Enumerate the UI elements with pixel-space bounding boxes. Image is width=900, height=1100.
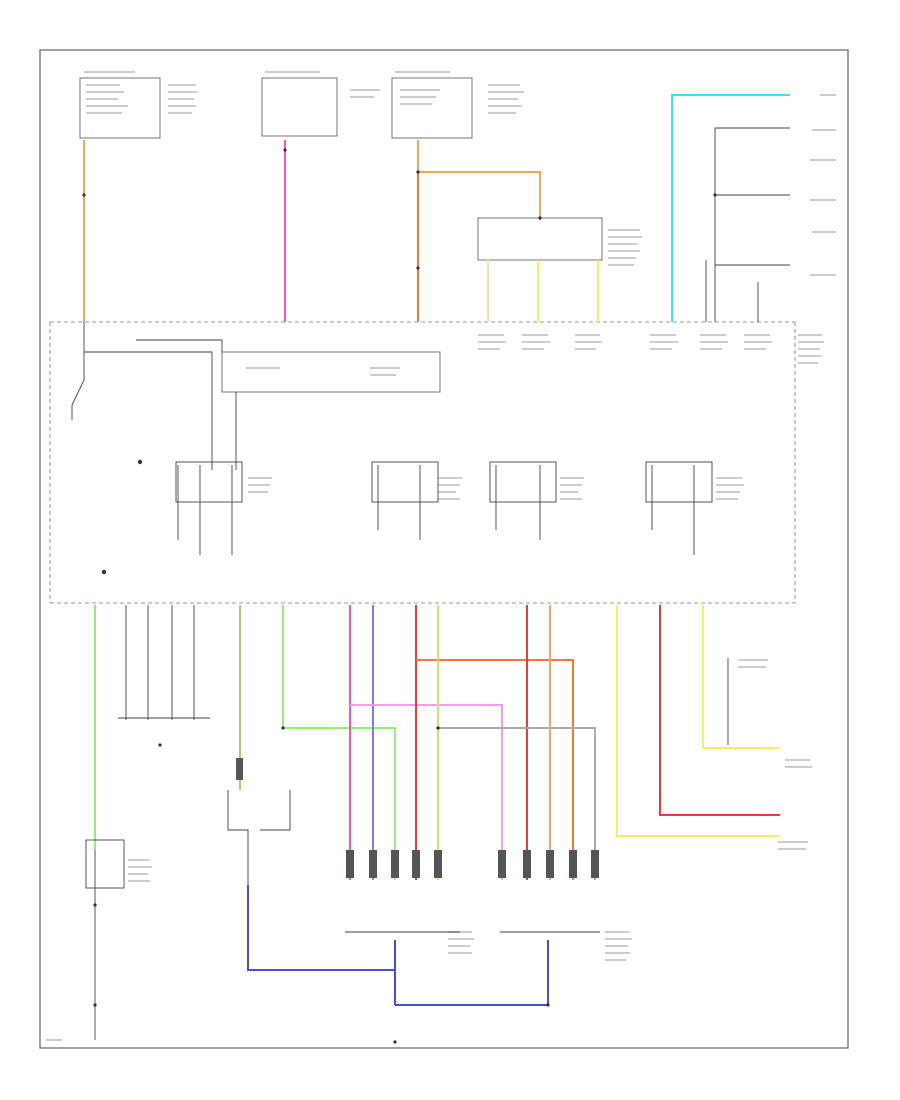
wire-yellow-right-2	[702, 605, 780, 749]
wire-orange-cross	[416, 659, 574, 880]
wire-blue-bottom	[247, 885, 396, 971]
connector-pins	[236, 758, 599, 878]
diagram-frame	[39, 49, 849, 1049]
wire-blue-right	[395, 940, 549, 1006]
black-wires	[71, 127, 790, 1040]
fuse-box-3	[391, 77, 473, 139]
wire-lightpink	[350, 704, 503, 880]
control-unit-box	[221, 351, 441, 393]
terminals	[82, 148, 717, 1044]
wire-yellow-right	[616, 605, 780, 837]
wire-red-right	[659, 605, 780, 816]
fuse-box-2	[261, 77, 338, 137]
wire-green-mid	[282, 605, 396, 880]
relay-box-top	[477, 217, 603, 261]
wire-orange-mid	[417, 140, 541, 220]
wire-cyan	[671, 94, 790, 322]
label-marks	[46, 71, 836, 1041]
fuse-box-1	[79, 77, 161, 139]
wire-gray-diag	[438, 727, 596, 880]
